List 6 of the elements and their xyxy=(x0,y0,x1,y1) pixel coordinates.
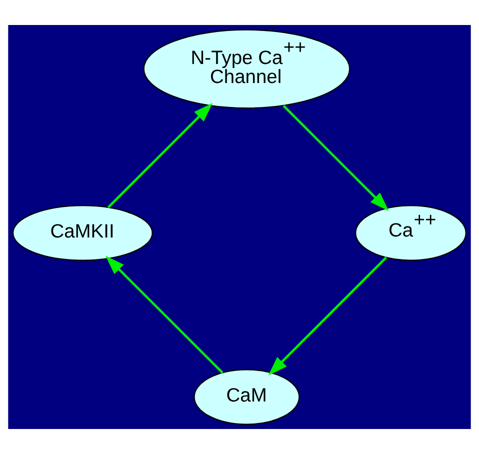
arrow xyxy=(106,256,224,374)
node-ellipse: CaMKII xyxy=(12,204,153,261)
arrow xyxy=(268,256,388,376)
arrow xyxy=(107,103,213,208)
arrow xyxy=(282,104,389,212)
node-ellipse: CaM xyxy=(194,369,300,425)
